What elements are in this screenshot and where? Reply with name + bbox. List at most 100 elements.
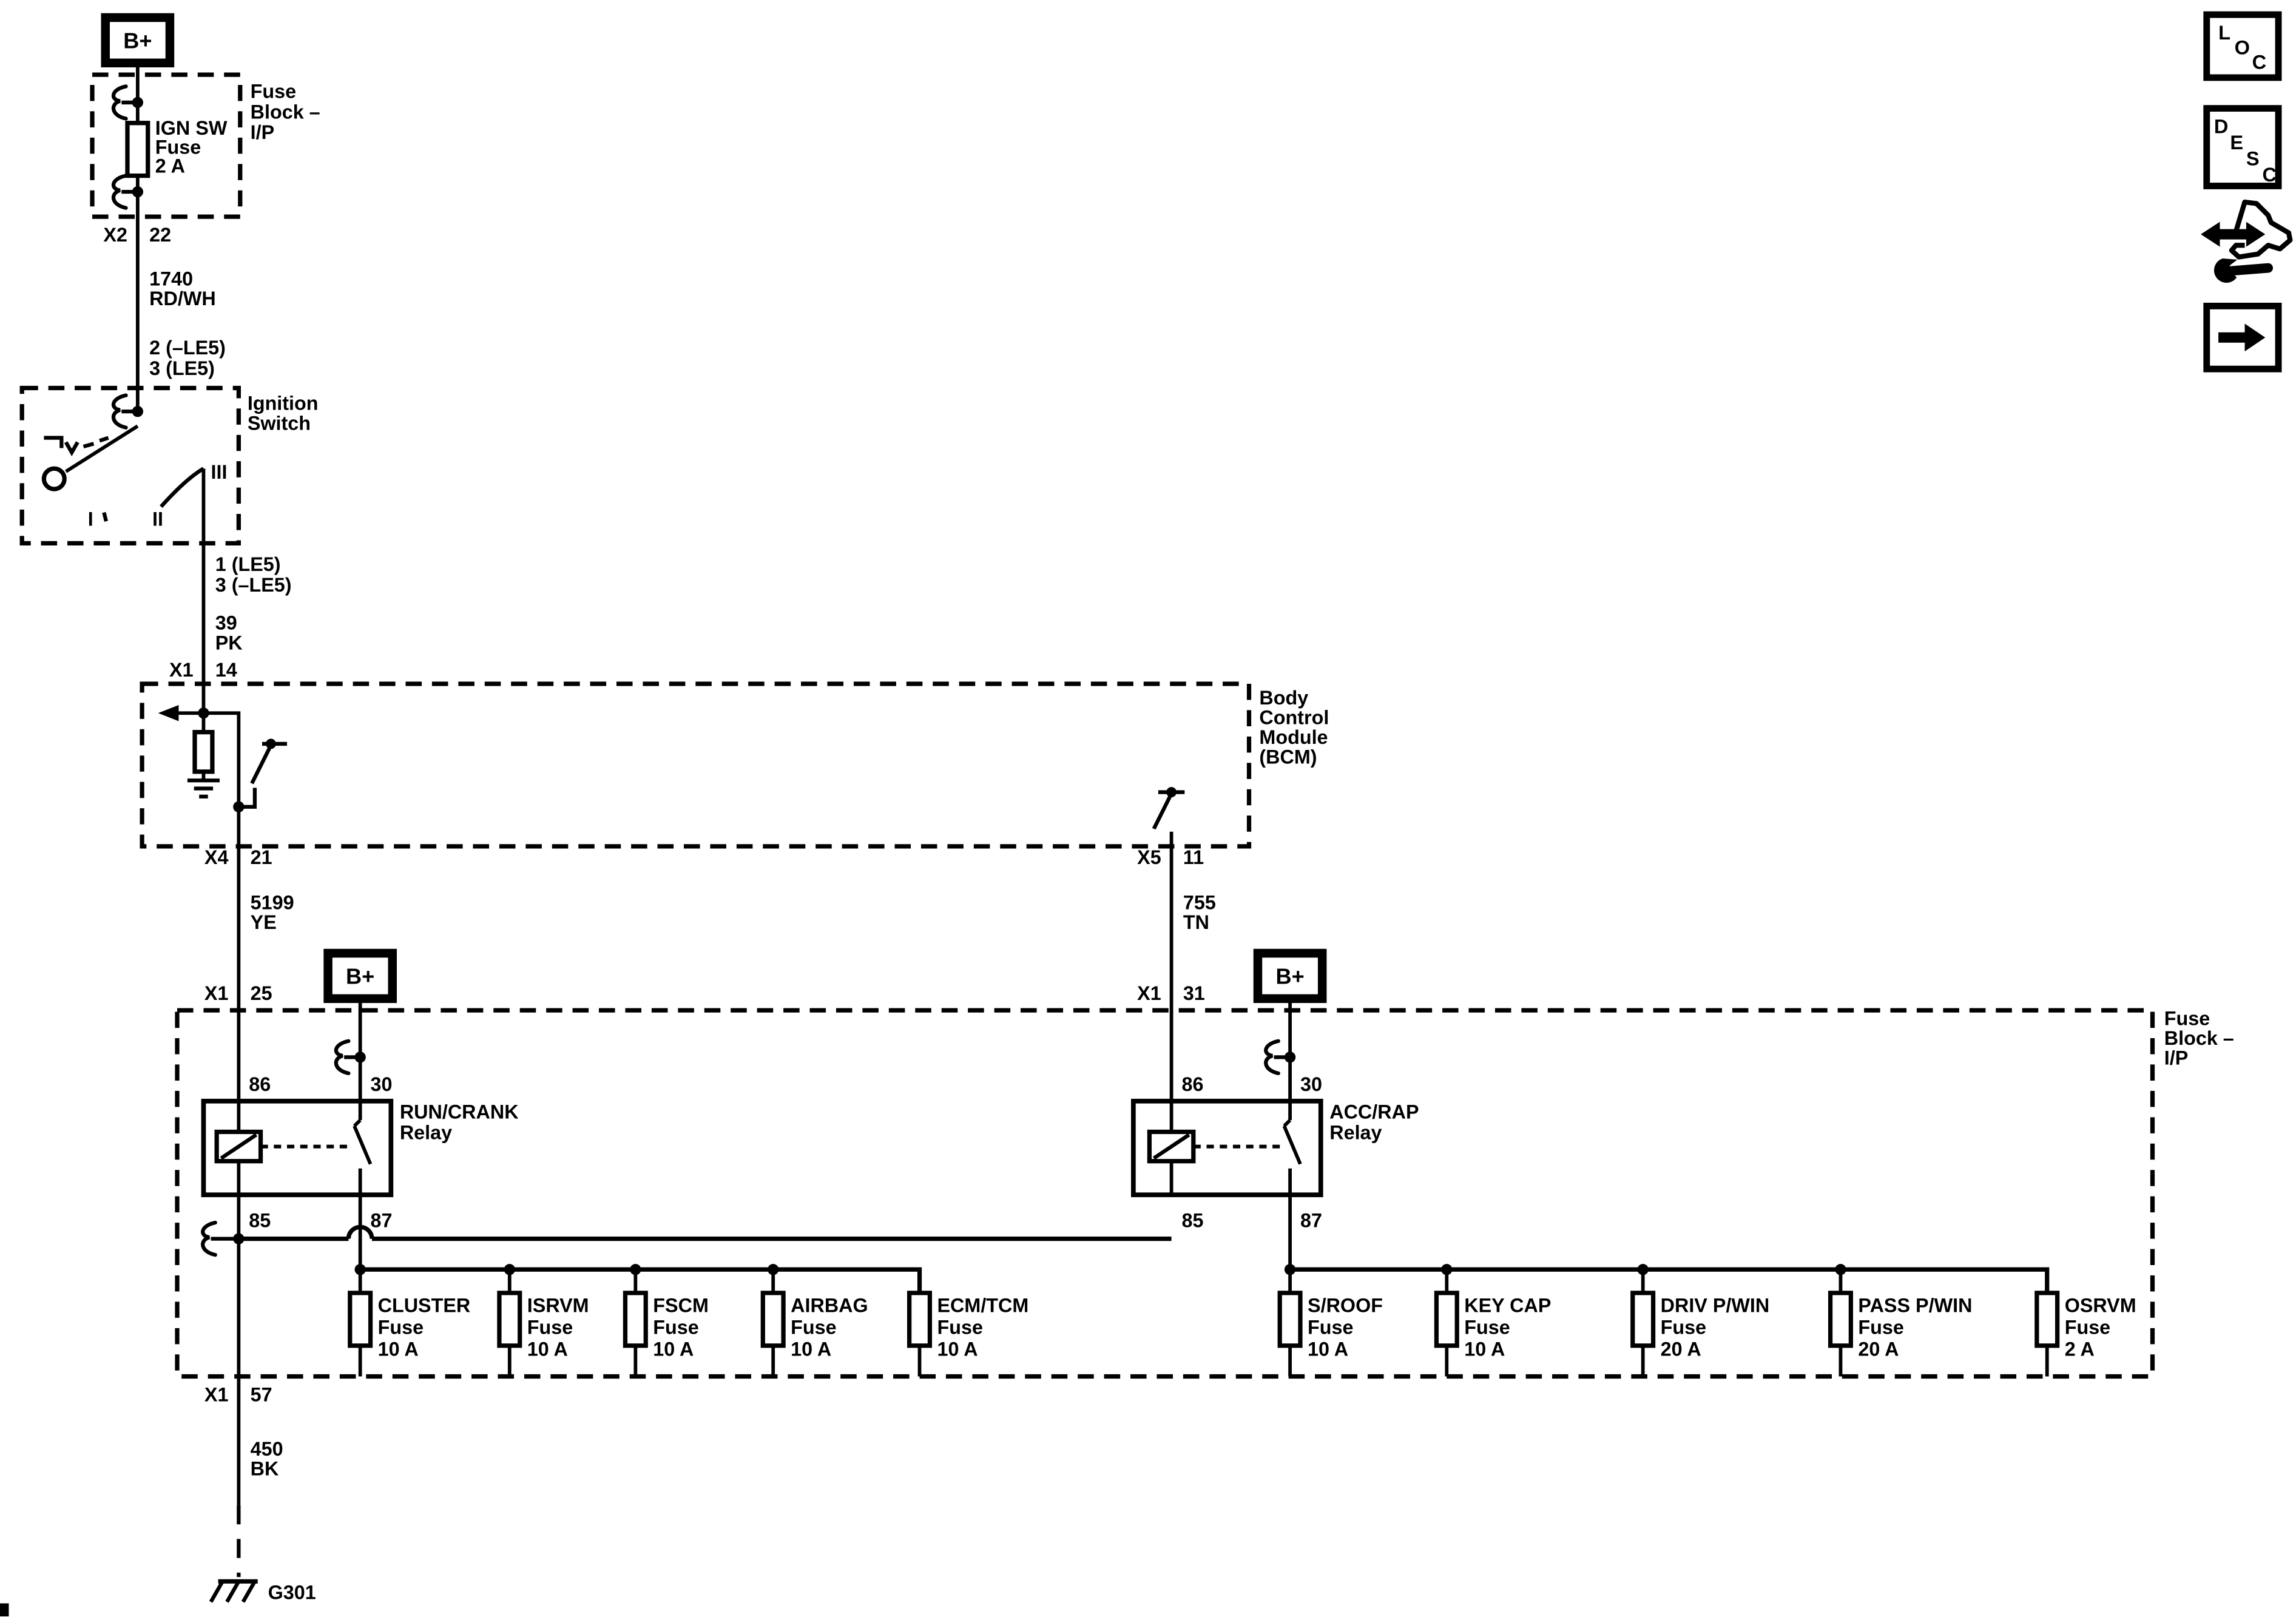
connector-x5-pin: 11 <box>1183 846 1204 868</box>
fuse-element-fscm <box>623 1291 648 1348</box>
run-crank-pin-85: 85 <box>249 1209 271 1231</box>
wire-5199-circuit: 5199 <box>251 892 294 914</box>
connector-x1-14-pin: 14 <box>215 659 237 681</box>
bus-run-crank-feed <box>360 1267 922 1293</box>
clip-ignition-input <box>113 396 144 428</box>
fuse-drivpwin-word: Fuse <box>1661 1316 1706 1338</box>
desc-letter-c: C <box>2262 164 2277 186</box>
ignition-detent-dash1 <box>83 442 95 449</box>
connector-x2: X2 <box>103 224 127 246</box>
double-arrow-icon <box>2201 221 2266 247</box>
bus-acc-rap-feed <box>1290 1267 2050 1293</box>
bus-85-hop <box>346 1224 374 1239</box>
fuse-label-osrvm: OSRVM Fuse 2 A <box>2065 1294 2136 1360</box>
connector-x1-25: X1 <box>204 982 229 1004</box>
forward-arrow-head <box>2244 323 2266 352</box>
acc-rap-type: Relay <box>1329 1122 1382 1144</box>
connector-x1-14: X1 <box>169 659 194 681</box>
fuse-label-isrvm: ISRVM Fuse 10 A <box>527 1294 589 1360</box>
bcm-label-2: Control <box>1259 706 1329 728</box>
acc-rap-pin-30: 30 <box>1300 1073 1322 1095</box>
ign-sw-fuse-name: IGN SW <box>155 117 228 139</box>
connector-x4: X4 <box>204 846 229 868</box>
fuse-osrvm-rating: 2 A <box>2065 1338 2095 1360</box>
junction-isrvm <box>504 1264 515 1275</box>
fuse-element-sroof <box>1277 1291 1303 1348</box>
ignition-pos1-tick <box>102 511 109 522</box>
vehicle-outline-icon <box>2229 199 2293 260</box>
fuse-block-main-labels: Fuse Block – I/P <box>2164 1007 2234 1068</box>
acc-rap-pin-85: 85 <box>1182 1209 1204 1231</box>
loc-button[interactable]: L O C <box>2203 11 2282 81</box>
bcm-box <box>140 681 1252 849</box>
wire-1740-labels: 1740 RD/WH 2 (–LE5) 3 (LE5) <box>149 268 226 379</box>
acc-rap-relay-box <box>1131 1098 1323 1198</box>
fuse-block-ip-main-box <box>175 1008 2155 1379</box>
wire-450-color: BK <box>251 1457 279 1479</box>
wrench-icon <box>2213 258 2273 283</box>
run-crank-pin-87: 87 <box>371 1209 393 1231</box>
junction-fscm <box>630 1264 641 1275</box>
fuse-airbag-name: AIRBAG <box>791 1294 868 1316</box>
junction-sroof <box>1284 1264 1296 1275</box>
fuse-element-keycap <box>1434 1291 1459 1348</box>
fuse-fscm-rating: 10 A <box>653 1338 694 1360</box>
bplus-2-label: B+ <box>346 964 374 989</box>
desc-letter-s: S <box>2246 148 2260 170</box>
junction-cluster <box>354 1264 366 1275</box>
junction-bcm-x4 <box>233 801 245 812</box>
wire-39-circuit: 39 <box>215 612 237 634</box>
wire-5199-color: YE <box>251 911 277 933</box>
run-crank-pin-86: 86 <box>249 1073 271 1095</box>
fuse-label-fscm: FSCM Fuse 10 A <box>653 1294 709 1360</box>
run-crank-pin-30: 30 <box>371 1073 393 1095</box>
fuse-ecmtcm-word: Fuse <box>937 1316 982 1338</box>
fuse-cluster-rating: 10 A <box>378 1338 419 1360</box>
repair-instructions-button[interactable] <box>2201 199 2293 283</box>
junction-passpwin <box>1835 1264 1846 1275</box>
connector-x1-25-pin: 25 <box>251 982 272 1004</box>
fuse-passpwin-word: Fuse <box>1858 1316 1903 1338</box>
ignition-detent-v <box>64 441 79 457</box>
bplus-symbol-3: B+ <box>1253 948 1327 1004</box>
ignition-label-2: Switch <box>248 412 311 434</box>
note-above-ign-1: 2 (–LE5) <box>149 337 226 359</box>
note-below-ign-1: 1 (LE5) <box>215 553 281 575</box>
ignition-pos-iii: III <box>211 461 228 483</box>
ignition-switch-blade <box>65 424 139 473</box>
fuse-isrvm-word: Fuse <box>527 1316 573 1338</box>
fuse-osrvm-word: Fuse <box>2065 1316 2110 1338</box>
clip-bplus2 <box>336 1041 366 1073</box>
fuse-fscm-name: FSCM <box>653 1294 709 1316</box>
ignition-detent-symbol <box>44 436 64 448</box>
fuse-passpwin-rating: 20 A <box>1858 1338 1899 1360</box>
loc-letter-l: L <box>2218 22 2230 44</box>
fuse-keycap-name: KEY CAP <box>1464 1294 1551 1316</box>
clips-and-junctions <box>113 86 1846 1275</box>
ignition-switch-labels: Ignition Switch III II I <box>88 393 319 530</box>
fuse-element-airbag <box>760 1291 786 1348</box>
desc-button[interactable]: D E S C <box>2203 105 2282 189</box>
junction-bcm-input <box>198 707 209 719</box>
fuse-airbag-word: Fuse <box>791 1316 836 1338</box>
fuse-drivpwin-rating: 20 A <box>1661 1338 1701 1360</box>
fuse-label-drivpwin: DRIV P/WIN Fuse 20 A <box>1661 1294 1770 1360</box>
clip-fuse-top-lower <box>113 176 144 208</box>
fuse-osrvm-name: OSRVM <box>2065 1294 2136 1316</box>
g301-hatch1 <box>209 1580 225 1603</box>
ignition-switch-pivot <box>41 466 67 491</box>
fuse-label-keycap: KEY CAP Fuse 10 A <box>1464 1294 1551 1360</box>
bcm-label-4: (BCM) <box>1259 746 1317 768</box>
desc-letter-e: E <box>2230 132 2243 154</box>
junction-airbag <box>768 1264 779 1275</box>
connector-x2-pin: 22 <box>149 224 171 246</box>
run-crank-type: Relay <box>400 1122 452 1144</box>
ignition-label-1: Ignition <box>248 393 319 414</box>
wire-1740-circuit: 1740 <box>149 268 193 290</box>
bcm-left-switch-hook <box>240 788 257 809</box>
fuse-fscm-word: Fuse <box>653 1316 698 1338</box>
ignition-pos-ii: II <box>152 508 163 530</box>
fuse-element-cluster <box>348 1291 373 1348</box>
forward-button[interactable] <box>2203 302 2282 373</box>
